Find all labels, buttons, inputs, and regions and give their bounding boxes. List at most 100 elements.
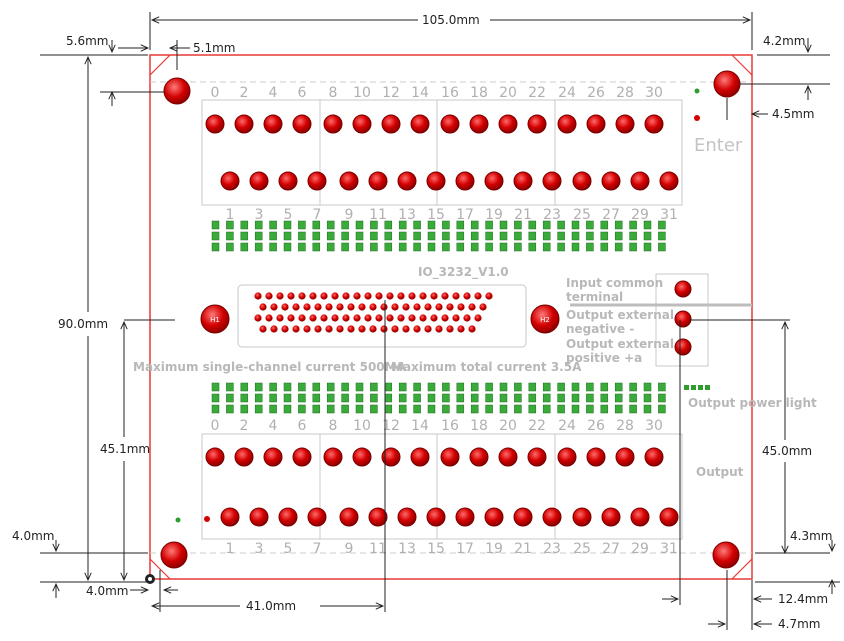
smd-top-9-1	[341, 231, 349, 241]
smd-bottom-31-1	[658, 393, 666, 403]
smd-bottom-12-0	[384, 382, 393, 392]
smd-bottom-27-0	[600, 382, 609, 392]
pin-number-top-even-4: 8	[329, 85, 338, 101]
top-even-pad-4	[323, 114, 343, 134]
smd-components-top	[211, 220, 666, 252]
smd-bottom-24-0	[557, 382, 565, 392]
smd-top-28-2	[614, 242, 623, 252]
smd-top-6-0	[298, 220, 306, 230]
pin-number-top-even-7: 14	[411, 85, 429, 101]
smd-bottom-16-2	[442, 404, 450, 414]
smd-top-16-0	[442, 220, 450, 230]
smd-bottom-11-0	[370, 382, 378, 392]
dim-bottom-right-margin: 4.3mm	[790, 529, 832, 543]
pin-number-bottom-odd-15: 31	[660, 541, 678, 557]
pin-number-bottom-even-13: 26	[587, 418, 605, 434]
db-pin-52	[353, 314, 361, 322]
smd-top-4-0	[269, 220, 277, 230]
smd-bottom-18-1	[470, 393, 479, 403]
bottom-odd-pad-11	[542, 507, 562, 527]
smd-top-25-2	[571, 242, 580, 252]
smd-top-24-0	[557, 220, 565, 230]
db-pin-63	[474, 314, 482, 322]
smd-bottom-27-2	[600, 404, 609, 414]
enter-label: Enter	[694, 135, 743, 156]
smd-top-4-1	[269, 231, 277, 241]
db-pin-33	[380, 303, 388, 311]
smd-bottom-11-1	[370, 393, 378, 403]
smd-top-15-1	[427, 231, 436, 241]
bottom-odd-pad-14	[630, 507, 650, 527]
smd-top-9-2	[341, 242, 349, 252]
db-pin-48	[309, 314, 317, 322]
pin-number-top-odd-4: 9	[345, 207, 354, 223]
bottom-odd-pad-4	[339, 507, 359, 527]
db-pin-47	[298, 314, 306, 322]
bottom-odd-pad-10	[513, 507, 533, 527]
smd-bottom-4-1	[269, 393, 277, 403]
smd-top-0-0	[211, 220, 220, 230]
top-even-pad-9	[469, 114, 489, 134]
smd-bottom-10-0	[355, 382, 364, 392]
db-pin-72	[347, 325, 355, 333]
db-pin-82	[457, 325, 465, 333]
db-pin-62	[463, 314, 471, 322]
db-pin-18	[452, 292, 460, 300]
output-positive-label: Output external positive +a	[566, 337, 678, 365]
top-odd-pad-11	[542, 171, 562, 191]
smd-top-23-1	[542, 231, 551, 241]
bottom-odd-pad-12	[572, 507, 592, 527]
smd-bottom-25-0	[571, 382, 580, 392]
db-pin-68	[303, 325, 311, 333]
bottom-even-pad-1	[234, 447, 254, 467]
smd-top-23-0	[542, 220, 551, 230]
current-note-total: Maximum total current 3.5A	[391, 360, 582, 374]
smd-top-7-0	[312, 220, 321, 230]
db-pin-77	[402, 325, 410, 333]
smd-bottom-18-2	[470, 404, 479, 414]
smd-top-14-0	[413, 220, 421, 230]
top-even-pad-1	[234, 114, 254, 134]
smd-top-20-0	[499, 220, 508, 230]
smd-bottom-29-1	[629, 393, 637, 403]
db-pin-51	[342, 314, 350, 322]
pin-number-top-odd-7: 15	[427, 207, 445, 223]
db-pin-26	[303, 303, 311, 311]
db-pin-12	[386, 292, 394, 300]
smd-bottom-14-1	[413, 393, 421, 403]
smd-top-23-2	[542, 242, 551, 252]
output-positive-line-2: positive +a	[566, 351, 642, 365]
top-even-pad-3	[292, 114, 312, 134]
pin-number-top-odd-15: 31	[660, 207, 678, 223]
smd-bottom-16-1	[442, 393, 450, 403]
db-pin-45	[276, 314, 284, 322]
smd-bottom-14-0	[413, 382, 421, 392]
smd-top-7-2	[312, 242, 321, 252]
db-pin-31	[358, 303, 366, 311]
smd-top-26-1	[586, 231, 594, 241]
output-positive-line-1: Output external	[566, 337, 674, 351]
smd-top-8-2	[326, 242, 335, 252]
smd-top-7-1	[312, 231, 321, 241]
smd-top-30-1	[643, 231, 652, 241]
db-pin-46	[287, 314, 295, 322]
db-pin-40	[457, 303, 465, 311]
smd-bottom-20-2	[499, 404, 508, 414]
smd-top-13-2	[398, 242, 407, 252]
smd-top-18-0	[470, 220, 479, 230]
bottom-even-pad-7	[410, 447, 430, 467]
smd-bottom-3-2	[254, 404, 263, 414]
smd-bottom-5-1	[283, 393, 292, 403]
bottom-even-pad-12	[557, 447, 577, 467]
hole-label-h2: H2	[540, 316, 550, 324]
smd-top-14-1	[413, 231, 421, 241]
smd-bottom-29-2	[629, 404, 637, 414]
smd-bottom-21-1	[514, 393, 522, 403]
smd-bottom-1-0	[226, 382, 234, 392]
top-pad-row-even	[205, 114, 664, 134]
db-pin-44	[265, 314, 273, 322]
db-pin-71	[336, 325, 344, 333]
db-pin-21	[485, 292, 493, 300]
dimension-lines	[40, 12, 840, 630]
